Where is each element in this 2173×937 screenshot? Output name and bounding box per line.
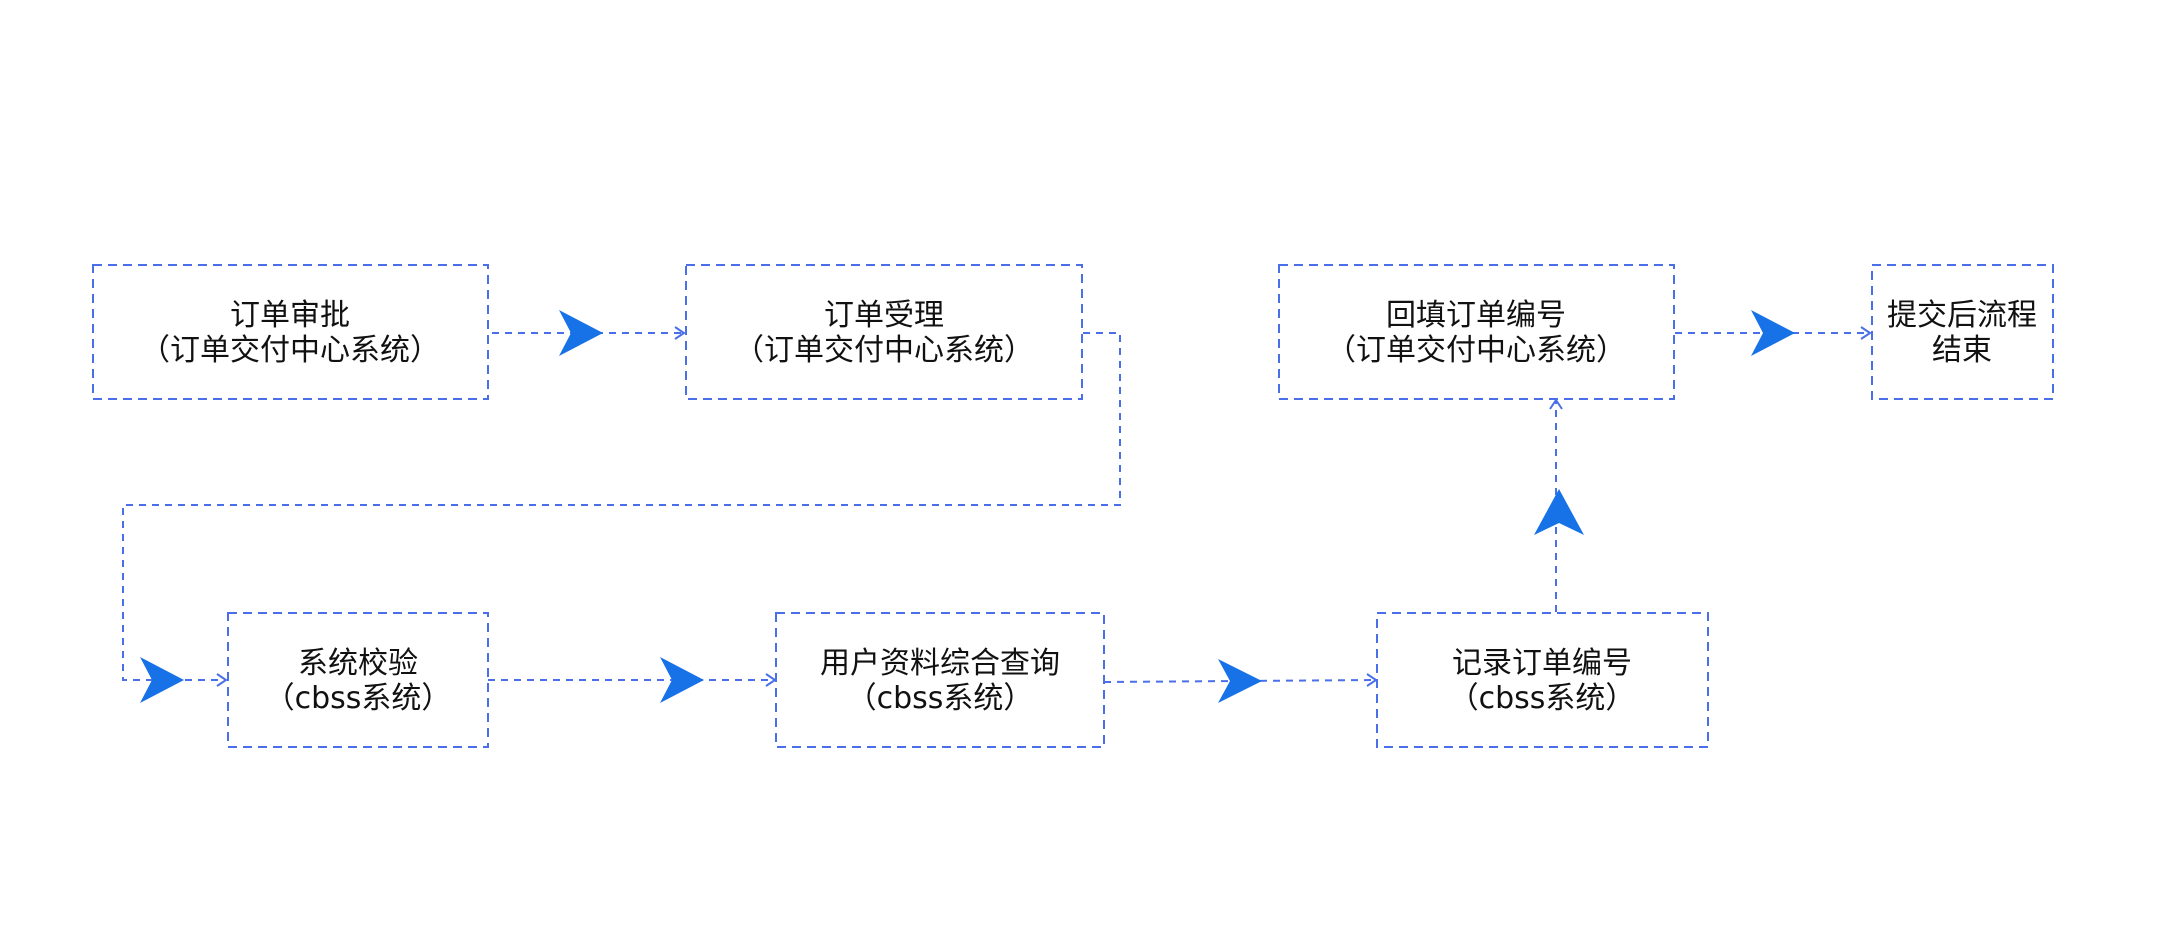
node-order-acceptance: 订单受理 （订单交付中心系统） (685, 264, 1083, 400)
node-order-approval: 订单审批 （订单交付中心系统） (92, 264, 489, 400)
node-system-validation-box (227, 612, 489, 748)
node-record-order-number: 记录订单编号 （cbss系统） (1376, 612, 1709, 748)
pointer-acceptance-to-validation (140, 657, 184, 703)
node-process-end-box (1871, 264, 2054, 400)
node-system-validation-system: （cbss系统） (265, 681, 452, 716)
pointer-record-to-backfill (1534, 489, 1584, 535)
node-order-approval-system: （订单交付中心系统） (140, 333, 440, 368)
node-order-acceptance-title: 订单受理 (824, 298, 944, 333)
pointer-query-to-record (1218, 659, 1262, 703)
node-system-validation: 系统校验 （cbss系统） (227, 612, 489, 748)
connectors (122, 310, 1872, 703)
node-user-info-query-title: 用户资料综合查询 (820, 646, 1060, 681)
node-process-end-subtitle: 结束 (1932, 333, 1992, 368)
arrowhead-backfill-to-end (1860, 326, 1872, 340)
node-user-info-query: 用户资料综合查询 （cbss系统） (775, 612, 1105, 748)
node-record-order-number-box (1376, 612, 1709, 748)
node-backfill-order-number-system: （订单交付中心系统） (1326, 333, 1626, 368)
node-record-order-number-title: 记录订单编号 (1452, 646, 1632, 681)
node-backfill-order-number-box (1278, 264, 1675, 400)
node-user-info-query-system: （cbss系统） (847, 681, 1034, 716)
node-order-acceptance-box (685, 264, 1083, 400)
node-process-end: 提交后流程 结束 (1871, 264, 2054, 400)
node-order-approval-box (92, 264, 489, 400)
node-user-info-query-box (775, 612, 1105, 748)
node-system-validation-title: 系统校验 (298, 646, 418, 681)
arrowhead-acceptance-to-validation (216, 673, 228, 687)
node-record-order-number-system: （cbss系统） (1449, 681, 1636, 716)
pointer-validation-to-query (660, 657, 704, 703)
node-order-approval-title: 订单审批 (230, 298, 350, 333)
connector-acceptance-to-validation (122, 332, 1121, 681)
arrowhead-record-to-backfill (1549, 398, 1563, 410)
node-backfill-order-number-title: 回填订单编号 (1386, 298, 1566, 333)
node-process-end-title: 提交后流程 (1887, 298, 2037, 333)
arrowhead-approval-to-acceptance (674, 326, 686, 340)
pointer-approval-to-acceptance (559, 310, 603, 356)
node-order-acceptance-system: （订单交付中心系统） (734, 333, 1034, 368)
node-backfill-order-number: 回填订单编号 （订单交付中心系统） (1278, 264, 1675, 400)
pointer-backfill-to-end (1751, 310, 1795, 356)
